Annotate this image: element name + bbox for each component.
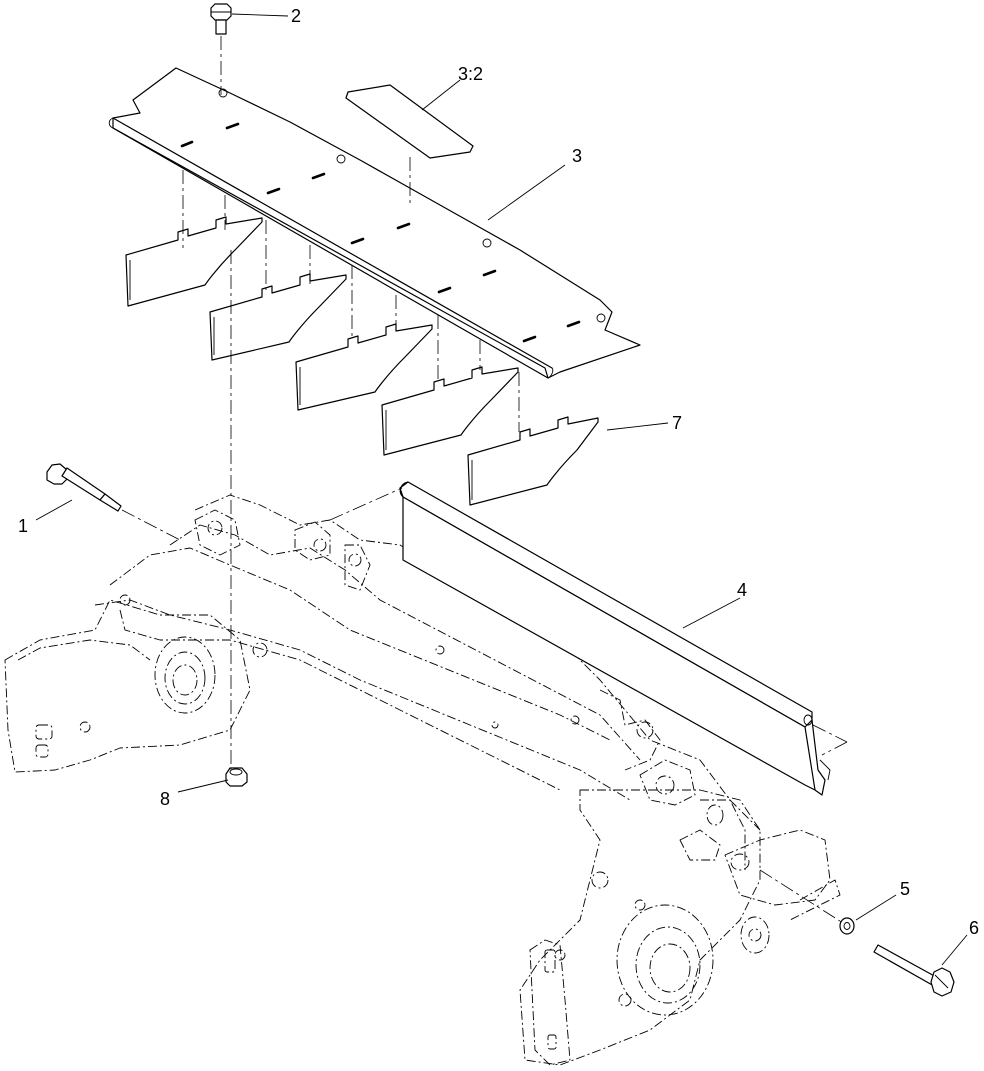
callout-5: 5	[900, 879, 910, 899]
flap-5	[467, 416, 599, 506]
bolt-part-6	[873, 944, 955, 997]
flap-1	[125, 216, 263, 307]
callout-3: 3	[572, 146, 582, 166]
leader-lines	[35, 13, 968, 966]
flap-4	[381, 366, 519, 456]
bolt-part-1	[46, 463, 122, 512]
callout-8: 8	[160, 789, 170, 809]
bolt-part-2	[210, 3, 232, 35]
decal-part-3-2	[345, 84, 474, 159]
alignment-lines	[121, 36, 848, 924]
callout-2: 2	[291, 6, 301, 26]
flap-2	[209, 273, 347, 361]
baffle-part-4	[399, 481, 831, 796]
frame-assembly	[4, 494, 841, 1066]
callout-7: 7	[672, 413, 682, 433]
callout-6: 6	[969, 918, 979, 938]
top-plate-part-3	[108, 67, 641, 379]
callouts: 2 3:2 3 7 1 4 8 5 6	[18, 6, 979, 938]
callout-4: 4	[737, 580, 747, 600]
washer-part-5	[839, 917, 855, 935]
callout-3-2: 3:2	[458, 64, 483, 84]
callout-1: 1	[18, 516, 28, 536]
flap-3	[295, 323, 433, 411]
flaps-part-7	[125, 216, 599, 506]
nut-part-8	[225, 767, 248, 787]
